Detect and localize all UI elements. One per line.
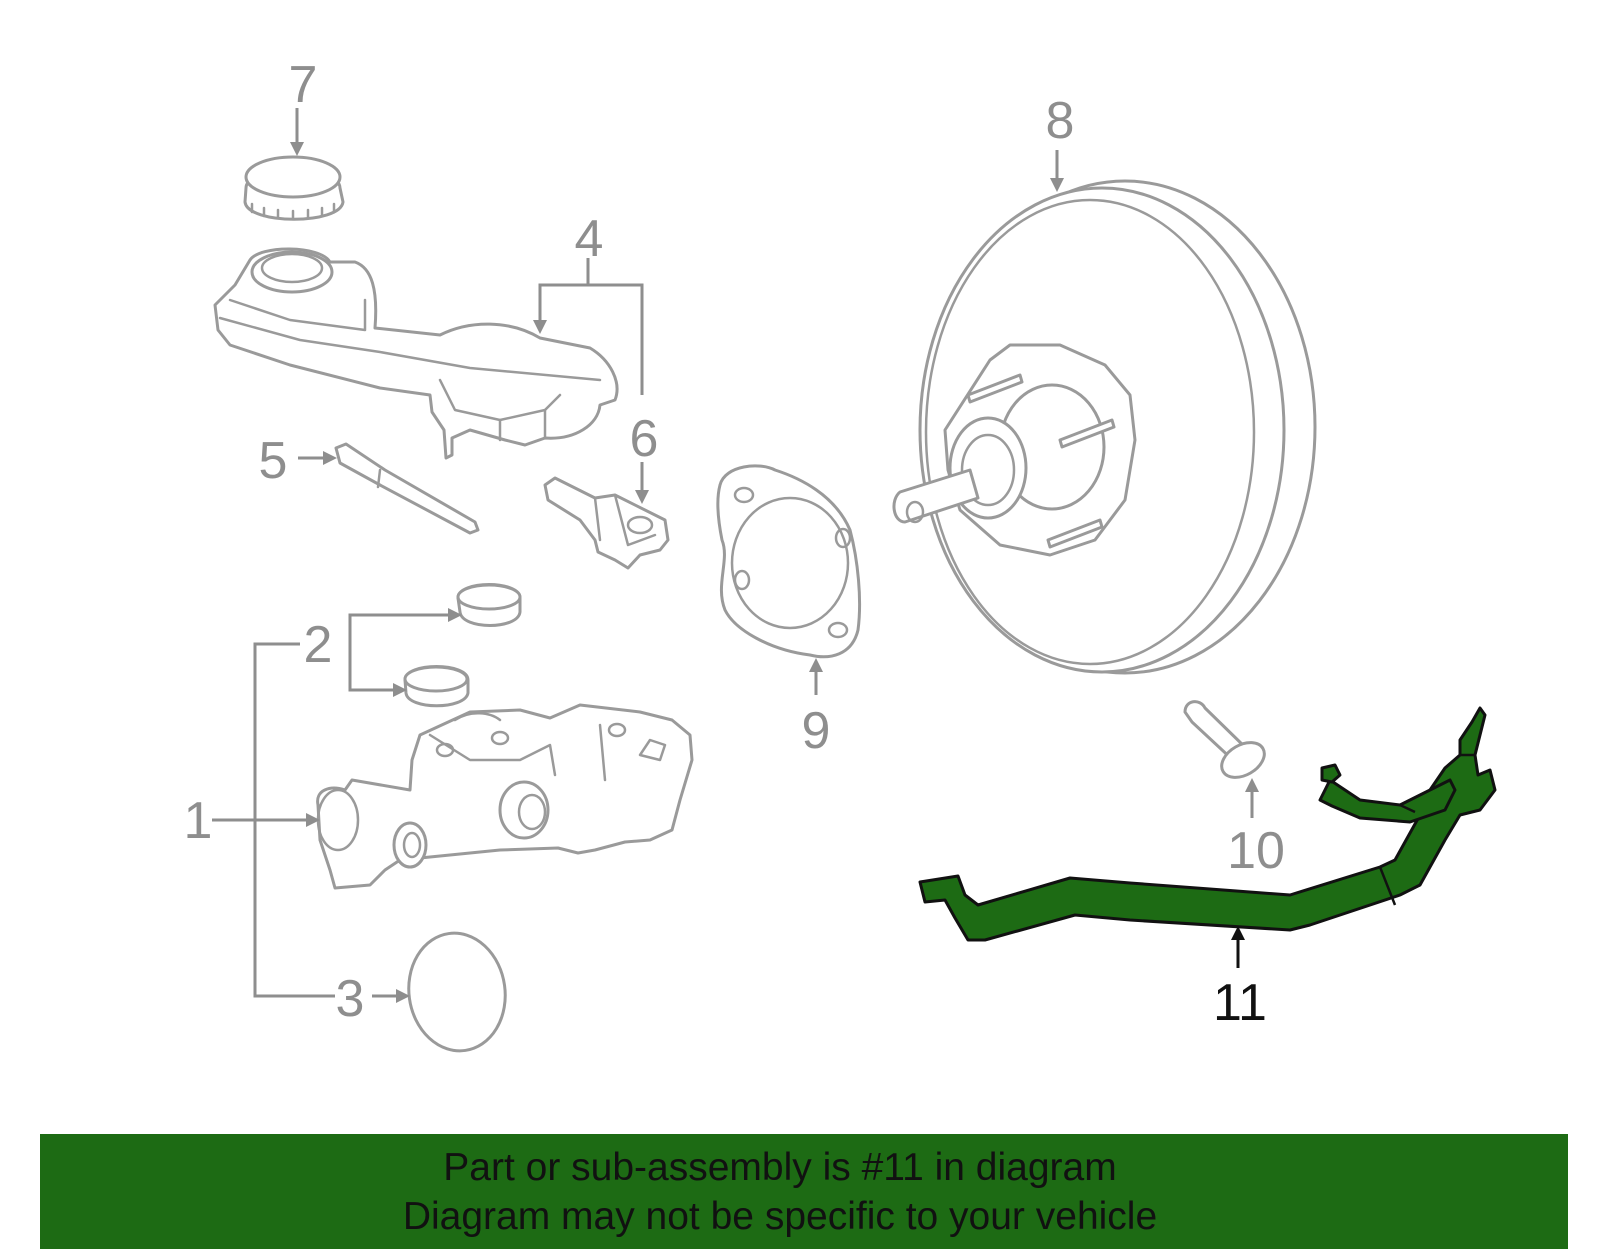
info-banner: Part or sub-assembly is #11 in diagram D… <box>40 1134 1568 1249</box>
part-8-brake-booster[interactable] <box>892 179 1317 675</box>
part-2-plugs[interactable] <box>403 583 522 708</box>
part-4-reservoir[interactable] <box>213 247 619 460</box>
callout-8[interactable]: 8 <box>1046 92 1075 150</box>
callout-10[interactable]: 10 <box>1227 822 1285 880</box>
callout-11[interactable]: 11 <box>1213 974 1267 1032</box>
part-1-master-cylinder[interactable] <box>316 703 694 890</box>
callout-labels: 7 8 4 6 5 2 1 3 9 10 11 <box>184 56 1285 1032</box>
callout-4[interactable]: 4 <box>575 210 604 268</box>
callout-7[interactable]: 7 <box>289 56 318 114</box>
leader-lines <box>212 108 1259 1003</box>
part-3-o-ring[interactable] <box>401 927 512 1057</box>
part-11-vacuum-hose[interactable] <box>918 706 1497 942</box>
callout-5[interactable]: 5 <box>259 432 288 490</box>
part-5-sensor-probe[interactable] <box>334 442 480 535</box>
banner-line-2: Diagram may not be specific to your vehi… <box>402 1195 1158 1238</box>
callout-6[interactable]: 6 <box>630 410 659 468</box>
callout-9[interactable]: 9 <box>802 702 831 760</box>
part-6-level-switch[interactable] <box>543 476 670 570</box>
callout-2[interactable]: 2 <box>304 616 333 674</box>
callout-3[interactable]: 3 <box>336 970 365 1028</box>
part-9-gasket[interactable] <box>716 464 862 659</box>
part-7-reservoir-cap[interactable] <box>243 155 345 221</box>
callout-1[interactable]: 1 <box>184 792 213 850</box>
part-10-pin[interactable] <box>1183 700 1270 785</box>
banner-line-1: Part or sub-assembly is #11 in diagram <box>443 1146 1117 1189</box>
